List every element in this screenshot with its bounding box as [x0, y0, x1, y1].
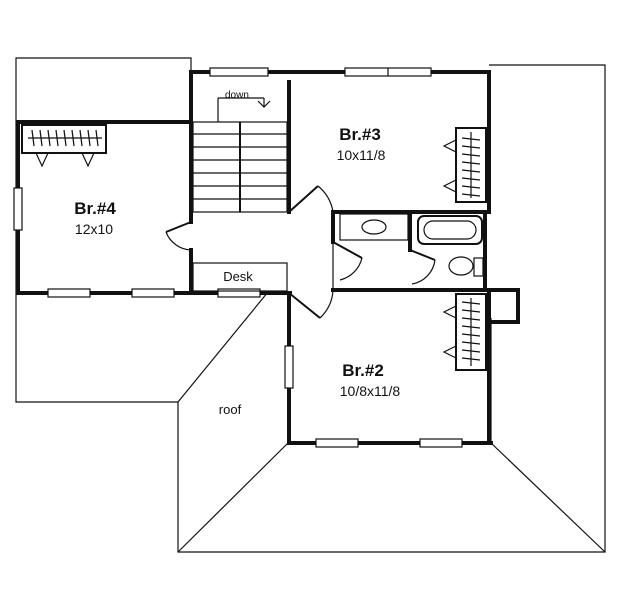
desk-label: Desk — [223, 269, 253, 284]
room-size-br4: 12x10 — [75, 221, 113, 237]
windows — [13, 67, 463, 448]
room-size-br3: 10x11/8 — [337, 147, 386, 163]
stairs — [192, 97, 288, 213]
room-size-br2: 10/8x11/8 — [340, 383, 401, 399]
room-name-br2: Br.#2 — [342, 361, 384, 380]
stairs-direction-label: down — [225, 90, 249, 101]
room-name-br3: Br.#3 — [339, 125, 381, 144]
walls — [16, 70, 520, 445]
doors — [165, 185, 436, 319]
roof-label: roof — [219, 402, 242, 417]
desk — [192, 262, 288, 292]
bath-fixtures — [339, 213, 484, 277]
room-name-br4: Br.#4 — [74, 199, 116, 218]
labels: Br.#4 12x10 Br.#3 10x11/8 Br.#2 10/8x11/… — [74, 90, 400, 417]
roof-outlines — [15, 57, 606, 553]
closets — [21, 124, 487, 371]
